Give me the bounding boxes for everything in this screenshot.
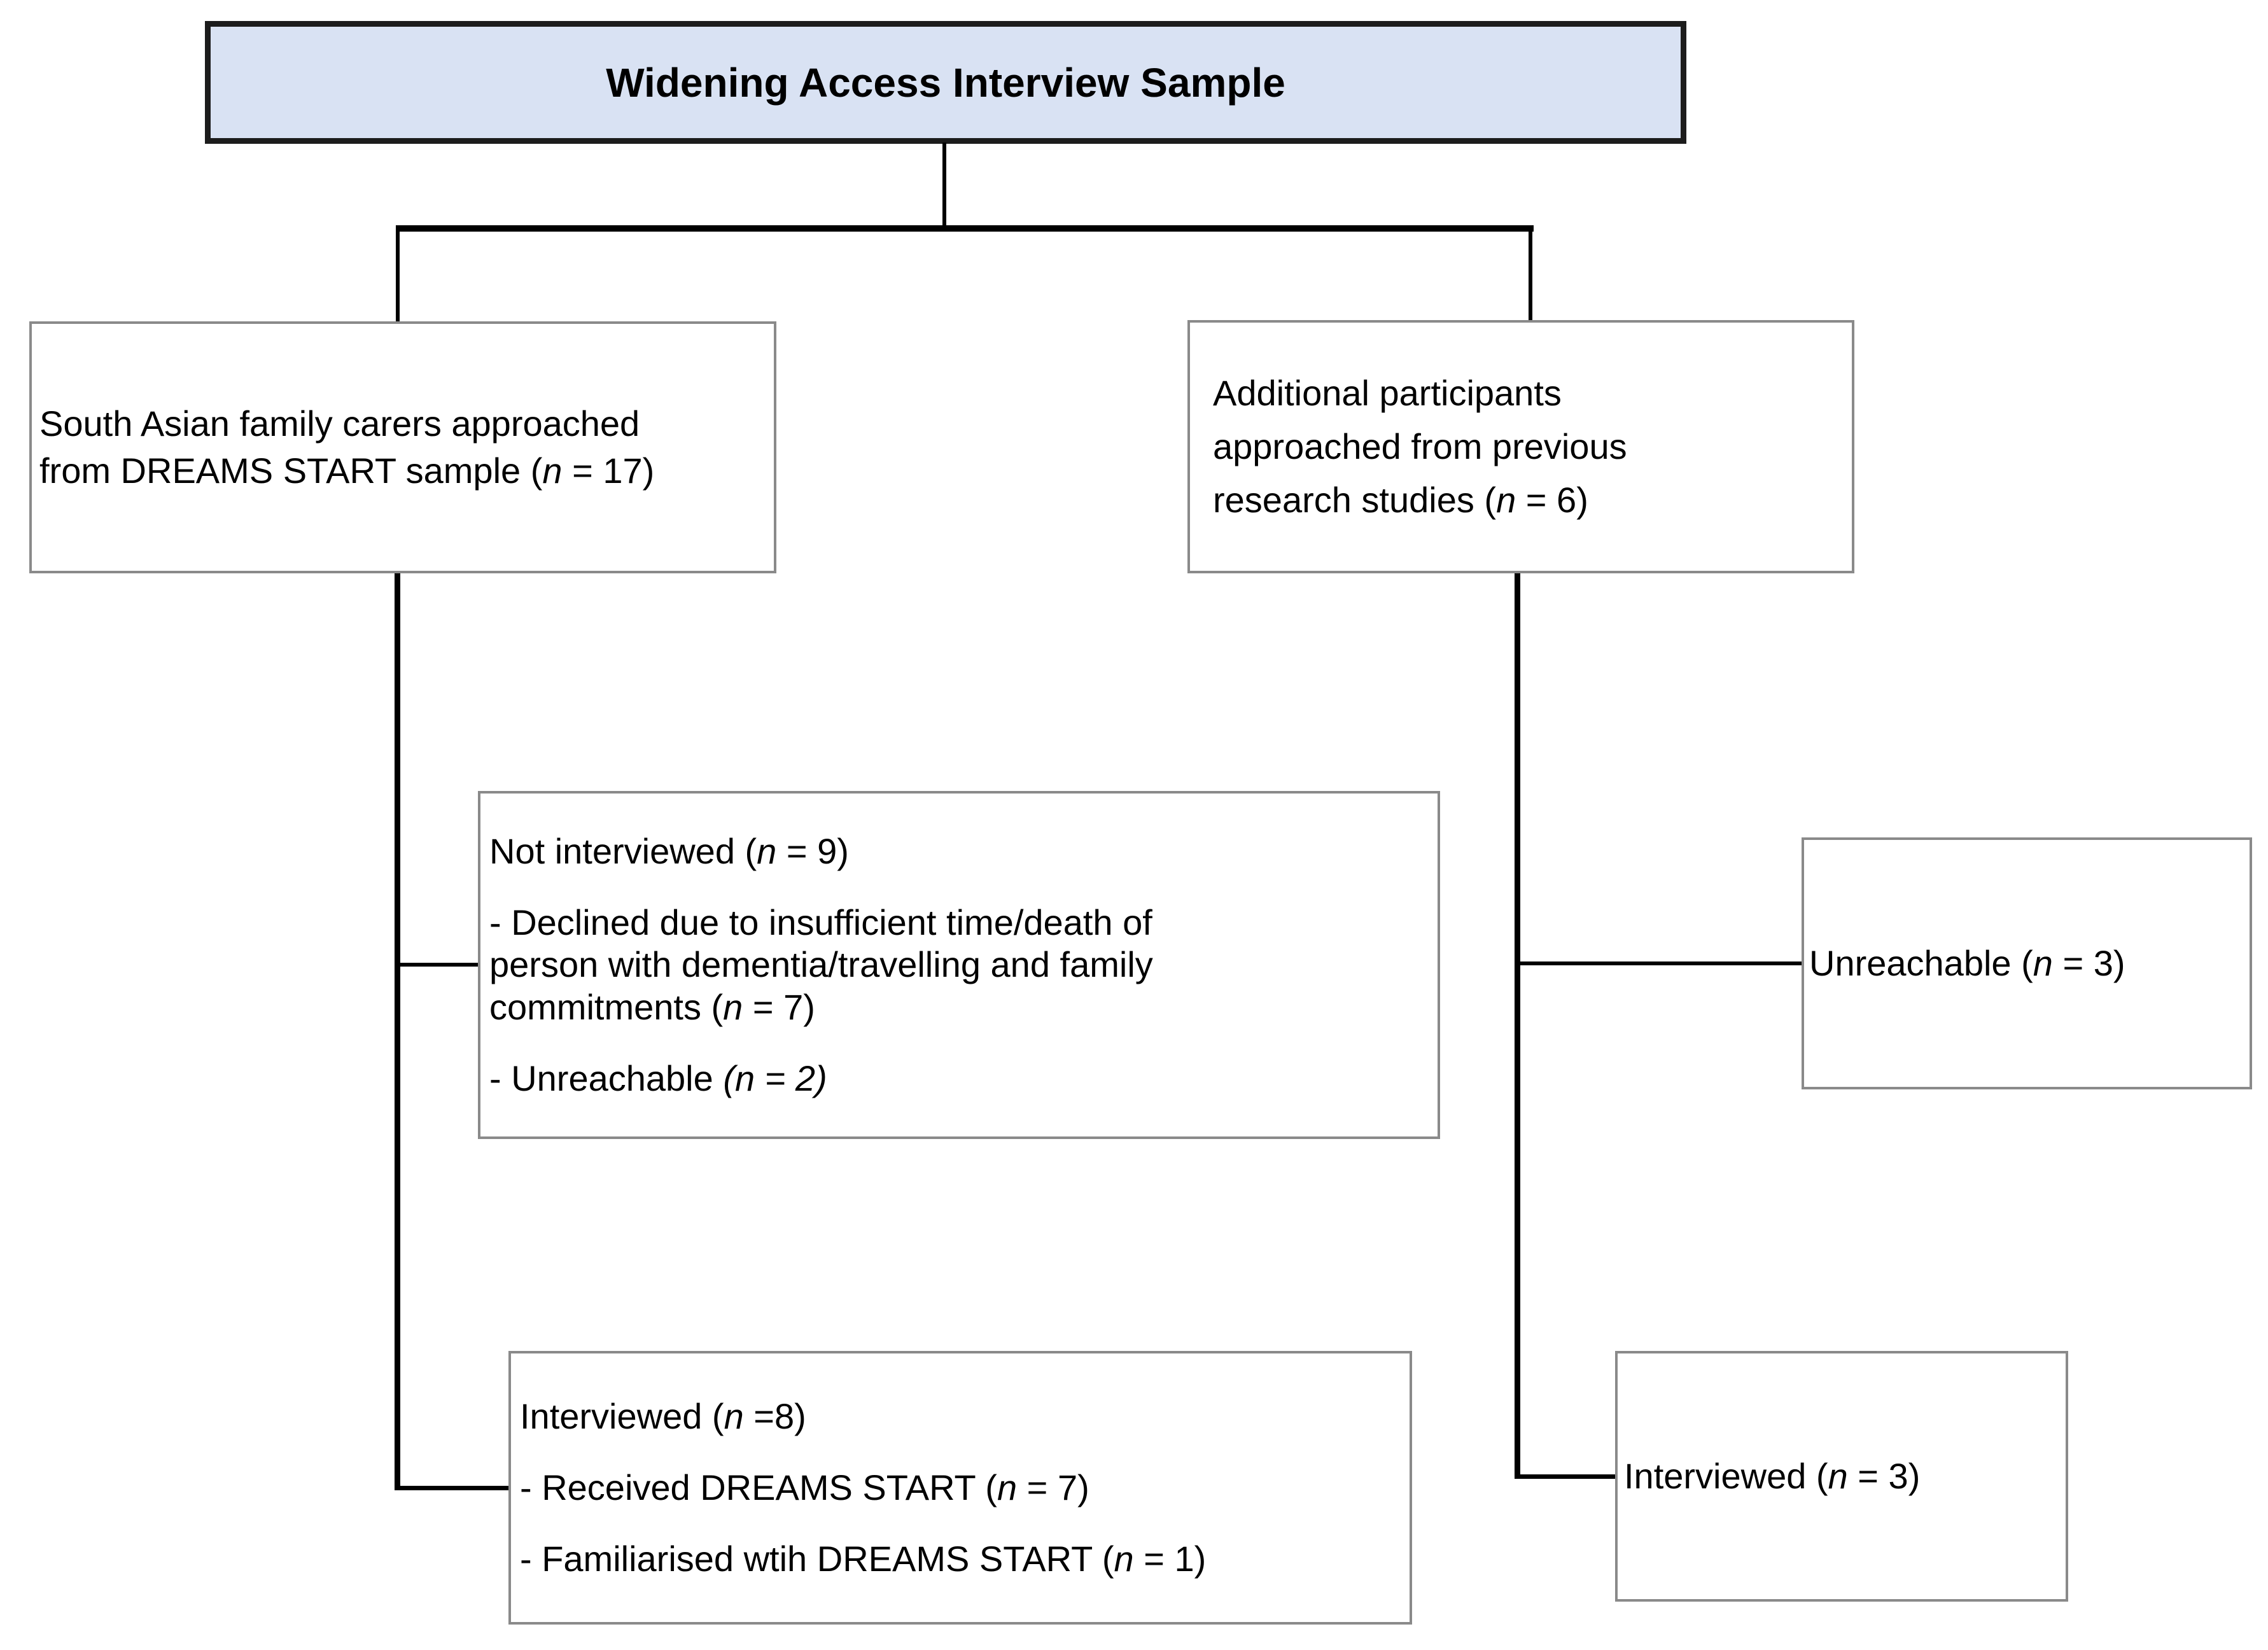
node-not-interviewed-text: Not interviewed (n = 9)- Declined due to… <box>489 831 1153 1098</box>
connector-title-down <box>942 143 946 229</box>
node-unreachable: Unreachable (n = 3) <box>1802 837 2252 1089</box>
connector-drop-right <box>1529 225 1532 323</box>
node-interviewed-dreams-text: Interviewed (n =8)- Received DREAMS STAR… <box>520 1395 1207 1579</box>
node-not-interviewed: Not interviewed (n = 9)- Declined due to… <box>478 791 1440 1139</box>
connector-spine-left <box>395 572 400 1490</box>
title-node: Widening Access Interview Sample <box>205 21 1686 144</box>
title-label: Widening Access Interview Sample <box>606 59 1285 106</box>
node-interviewed-additional-text: Interviewed (n = 3) <box>1624 1455 1921 1496</box>
node-interviewed-dreams: Interviewed (n =8)- Received DREAMS STAR… <box>508 1351 1412 1625</box>
connector-to-interviewed-additional <box>1515 1474 1618 1479</box>
connector-drop-left <box>396 225 400 323</box>
node-unreachable-text: Unreachable (n = 3) <box>1809 942 2125 983</box>
node-interviewed-additional: Interviewed (n = 3) <box>1615 1351 2068 1602</box>
connector-to-unreachable <box>1518 961 1804 965</box>
connector-branch-bar <box>396 225 1534 232</box>
connector-to-not-interviewed <box>398 963 480 967</box>
connector-to-interviewed-dreams <box>395 1486 511 1490</box>
connector-spine-right <box>1515 572 1520 1479</box>
